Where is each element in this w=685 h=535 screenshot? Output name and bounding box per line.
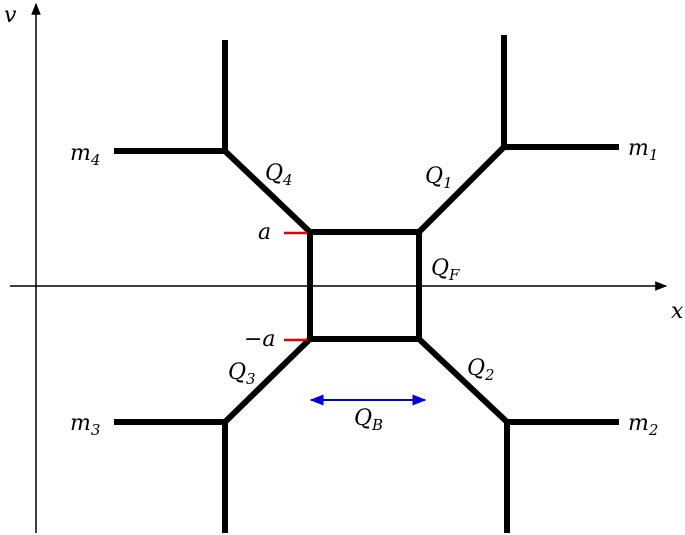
leg-m4 <box>114 40 313 235</box>
label-q4: Q4 <box>265 161 293 189</box>
label-m4: m4 <box>70 141 100 169</box>
leg-m2 <box>416 336 619 533</box>
leg-m3 <box>114 336 313 533</box>
label-m3: m3 <box>70 411 100 439</box>
label-minus-a: −a <box>244 327 276 352</box>
v-axis-label: v <box>4 3 17 28</box>
label-q1: Q1 <box>425 164 453 192</box>
label-qf: QF <box>431 256 460 284</box>
x-axis-label: x <box>671 299 684 324</box>
label-m1: m1 <box>628 136 658 164</box>
label-qb: QB <box>354 406 383 434</box>
leg-m1 <box>416 35 619 235</box>
label-q2: Q2 <box>467 356 495 384</box>
label-m2: m2 <box>628 411 658 439</box>
label-q3: Q3 <box>228 360 256 388</box>
central-square <box>307 229 422 342</box>
label-plus-a: a <box>258 220 271 245</box>
